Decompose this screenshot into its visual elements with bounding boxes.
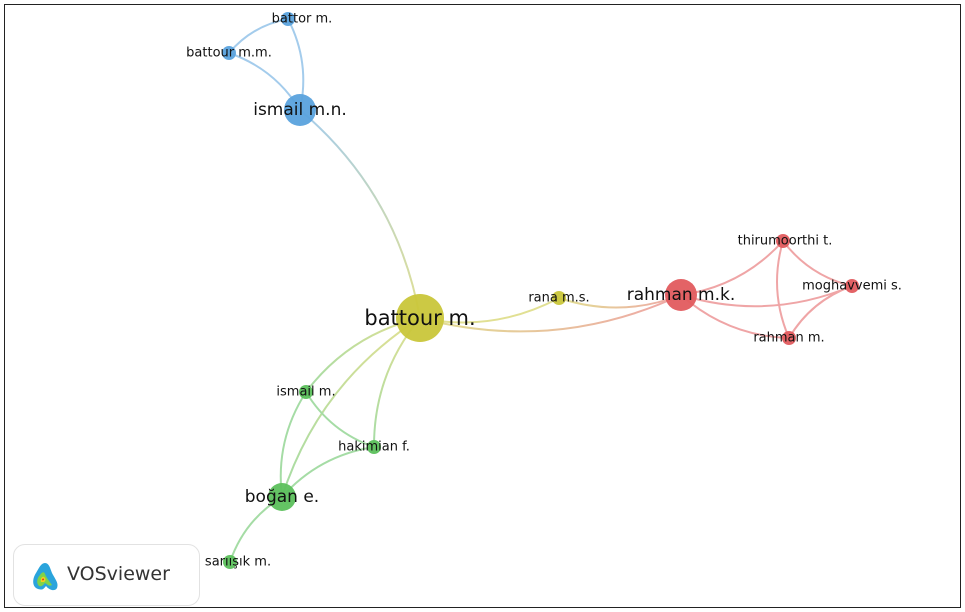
node-label-battour-mm[interactable]: battour m.m. (186, 46, 272, 61)
node-thirumoorthi-t[interactable] (776, 234, 790, 248)
link-battour-m-bogan-e (281, 317, 421, 498)
node-label-rana-ms[interactable]: rana m.s. (528, 291, 589, 306)
node-label-bogan-e[interactable]: boğan e. (245, 487, 319, 507)
node-bogan-e[interactable] (268, 483, 296, 511)
node-ismail-m[interactable] (299, 385, 313, 399)
node-label-thirumoorthi-t[interactable]: thirumoorthi t. (738, 234, 833, 249)
link-battour-m-rahman-mk (419, 294, 682, 333)
node-rahman-m[interactable] (782, 331, 796, 345)
link-thirumoorthi-t-moghavvemi-s (782, 240, 853, 287)
link-rahman-mk-moghavvemi-s (680, 285, 853, 308)
link-ismail-m-hakimian-f (305, 391, 375, 448)
node-sarisik-m[interactable] (223, 555, 237, 569)
node-label-hakimian-f[interactable]: hakimian f. (338, 440, 410, 455)
node-label-ismail-mn[interactable]: ismail m.n. (253, 100, 347, 120)
vosviewer-brand: VOSviewer (13, 544, 200, 606)
node-rahman-mk[interactable] (665, 279, 697, 311)
node-label-moghavvemi-s[interactable]: moghavvemi s. (802, 279, 902, 294)
node-label-sarisik-m[interactable]: sarıışık m. (205, 555, 271, 570)
network-canvas[interactable] (4, 4, 961, 608)
node-battour-m[interactable] (396, 294, 444, 342)
link-thirumoorthi-t-rahman-m (776, 240, 790, 339)
node-rana-ms[interactable] (552, 291, 566, 305)
node-battor-m[interactable] (281, 12, 295, 26)
vosviewer-logo-icon (33, 563, 58, 591)
node-label-battour-m[interactable]: battour m. (364, 306, 475, 330)
node-label-battor-m[interactable]: battor m. (272, 12, 333, 27)
node-label-rahman-mk[interactable]: rahman m.k. (627, 285, 736, 305)
node-battour-mm[interactable] (222, 46, 236, 60)
link-moghavvemi-s-rahman-m (788, 285, 853, 339)
node-label-rahman-m[interactable]: rahman m. (753, 331, 824, 346)
node-moghavvemi-s[interactable] (845, 279, 859, 293)
link-battour-m-ismail-mn (299, 109, 421, 319)
nodes-layer (222, 12, 859, 569)
node-ismail-mn[interactable] (284, 94, 316, 126)
vosviewer-brand-label: VOSviewer (67, 563, 170, 585)
labels-layer: battour m. rana m.s. rahman m.k. thirumoort… (186, 12, 902, 570)
link-ismail-m-bogan-e (279, 391, 307, 498)
node-hakimian-f[interactable] (367, 440, 381, 454)
node-label-ismail-m[interactable]: ismail m. (276, 385, 335, 400)
